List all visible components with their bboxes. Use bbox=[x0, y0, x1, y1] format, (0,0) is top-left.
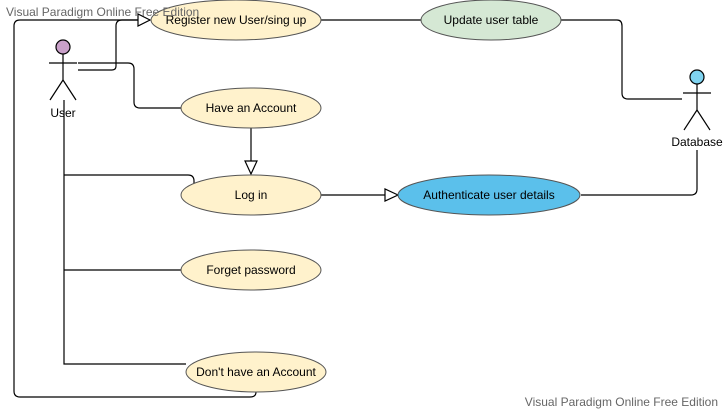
connector-user-have-account bbox=[78, 62, 181, 109]
connector-user-login bbox=[64, 174, 195, 186]
actor-database bbox=[683, 69, 711, 131]
use-cases bbox=[150, 0, 581, 393]
usecase-update-label: Update user table bbox=[444, 13, 539, 27]
usecase-forget-label: Forget password bbox=[206, 263, 295, 277]
usecase-forget-password[interactable] bbox=[180, 249, 322, 291]
usecase-authenticate-label: Authenticate user details bbox=[423, 188, 554, 202]
connector-authenticate-database bbox=[581, 150, 698, 196]
usecase-no-account-label: Don't have an Account bbox=[196, 365, 316, 379]
usecase-authenticate[interactable] bbox=[397, 174, 581, 216]
arrowhead-authenticate bbox=[384, 188, 400, 202]
usecase-login-label: Log in bbox=[235, 188, 268, 202]
use-case-labels: Register new User/sing up Update user ta… bbox=[166, 13, 555, 379]
database-head-icon bbox=[689, 69, 705, 85]
arrowhead-login bbox=[244, 160, 258, 176]
connector-user-lifeline bbox=[63, 100, 186, 365]
watermark-top: Visual Paradigm Online Free Edition bbox=[6, 5, 200, 19]
usecase-have-account[interactable] bbox=[180, 87, 322, 129]
usecase-update-user-table[interactable] bbox=[420, 0, 562, 41]
connectors bbox=[13, 19, 698, 398]
connector-no-account-register bbox=[13, 19, 257, 398]
arrowhead-register bbox=[137, 13, 152, 27]
usecase-no-account[interactable] bbox=[185, 351, 327, 393]
actor-user-label: User bbox=[50, 106, 75, 120]
actor-database-label: Database bbox=[671, 135, 723, 149]
usecase-login[interactable] bbox=[180, 174, 322, 216]
usecase-register-label: Register new User/sing up bbox=[166, 13, 307, 27]
actor-user bbox=[49, 39, 77, 101]
watermark-bottom: Visual Paradigm Online Free Edition bbox=[524, 395, 718, 409]
usecase-register[interactable] bbox=[150, 0, 322, 41]
connector-update-database bbox=[561, 19, 682, 100]
arrowheads bbox=[137, 13, 400, 202]
usecase-have-account-label: Have an Account bbox=[206, 101, 297, 115]
user-head-icon bbox=[55, 39, 71, 55]
